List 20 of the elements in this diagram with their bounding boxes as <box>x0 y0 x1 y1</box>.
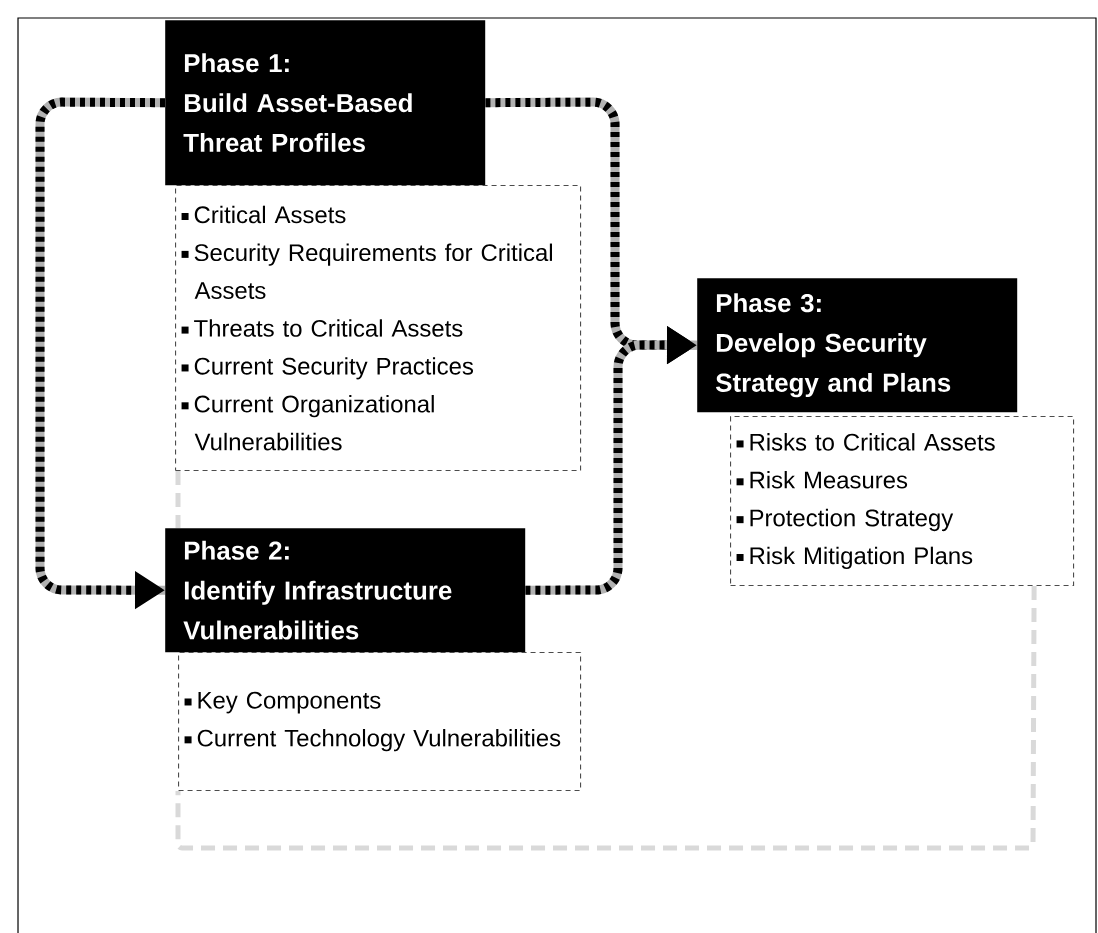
phase-box: Phase 2: Identify Infrastructure Vulnerabilities <box>165 528 526 653</box>
list-item: Critical Assets <box>181 205 346 224</box>
list-item: Risks to Critical Assets <box>736 433 995 451</box>
arrow <box>525 326 697 595</box>
dashed-connector <box>175 471 181 528</box>
dashed-connector <box>175 586 1037 851</box>
list-item: Current Organizational Vulnerabilities <box>181 395 434 451</box>
list-box <box>730 416 1075 587</box>
list-item: Protection Strategy <box>736 508 954 532</box>
list-item: Current Technology Vulnerabilities <box>184 729 561 752</box>
list-box <box>178 652 582 792</box>
list-item: Threats to Critical Assets <box>181 319 463 337</box>
list-item: Security Requirements for Critical Assets <box>181 243 552 299</box>
list-item: Current Security Practices <box>181 357 473 380</box>
list-item: Risk Mitigation Plans <box>736 546 973 569</box>
list-item: Key Components <box>184 691 381 714</box>
phase-box: Phase 1: Build Asset-Based Threat Profiles <box>165 20 486 186</box>
phase-box: Phase 3: Develop Security Strategy and Plans <box>697 278 1018 413</box>
list-item: Risk Measures <box>736 470 908 489</box>
list-box <box>175 185 582 472</box>
